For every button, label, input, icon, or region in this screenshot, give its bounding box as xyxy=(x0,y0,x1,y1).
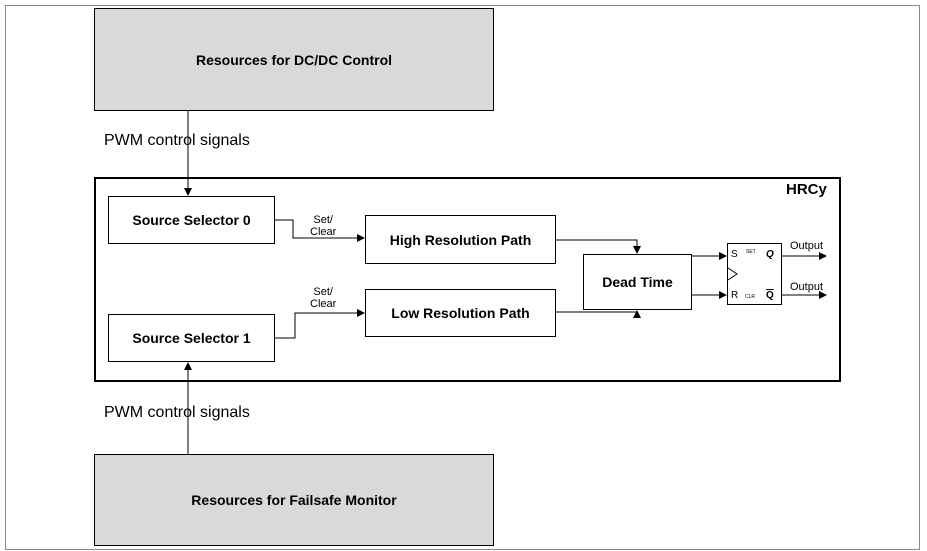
ff-qbar-pin: Q xyxy=(766,290,774,301)
low-resolution-path: Low Resolution Path xyxy=(365,289,556,337)
set-clear-top-line2: Clear xyxy=(310,226,337,238)
failsafe-monitor-block: Resources for Failsafe Monitor xyxy=(94,454,494,546)
set-clear-top-line1: Set/ xyxy=(313,214,333,226)
high-resolution-path: High Resolution Path xyxy=(365,215,556,264)
ff-r-pin: R xyxy=(731,290,739,301)
ff-s-pin: S xyxy=(731,249,738,260)
source-selector-0-label: Source Selector 0 xyxy=(132,212,251,228)
low-to-deadtime-arrow xyxy=(556,310,641,318)
dcdc-control-label: Resources for DC/DC Control xyxy=(195,51,393,68)
set-clear-bottom-arrow xyxy=(275,309,365,339)
set-clear-top-label: Set/ Clear xyxy=(310,214,336,238)
ff-q-pin: Q xyxy=(766,249,774,260)
pwm-signals-top-label: PWM control signals xyxy=(104,132,250,149)
source-selector-1: Source Selector 1 xyxy=(108,314,275,362)
set-clear-bottom-line2: Clear xyxy=(310,298,337,310)
output-q-label: Output xyxy=(790,240,824,252)
source-selector-0: Source Selector 0 xyxy=(108,196,275,244)
dcdc-control-block: Resources for DC/DC Control xyxy=(94,8,494,111)
pwm-signals-bottom-label: PWM control signals xyxy=(104,404,250,421)
ff-clr-pin: CLR xyxy=(745,294,756,300)
failsafe-monitor-label: Resources for Failsafe Monitor xyxy=(191,492,397,508)
set-clear-bottom-line1: Set/ xyxy=(313,286,333,298)
dead-time-label: Dead Time xyxy=(602,274,673,290)
ff-clock-symbol xyxy=(727,267,738,281)
low-resolution-path-label: Low Resolution Path xyxy=(391,305,530,321)
dead-time-block: Dead Time xyxy=(583,254,692,310)
source-selector-1-label: Source Selector 1 xyxy=(132,330,251,346)
set-clear-top-arrow xyxy=(275,219,365,242)
hrc-label: HRCy xyxy=(786,181,827,198)
diagram-frame xyxy=(5,5,920,550)
high-resolution-path-label: High Resolution Path xyxy=(389,231,532,248)
set-clear-bottom-label: Set/ Clear xyxy=(310,286,336,310)
high-to-deadtime-arrow xyxy=(556,239,641,254)
ff-set-pin: SET xyxy=(746,249,756,255)
output-qbar-label: Output xyxy=(790,281,824,293)
